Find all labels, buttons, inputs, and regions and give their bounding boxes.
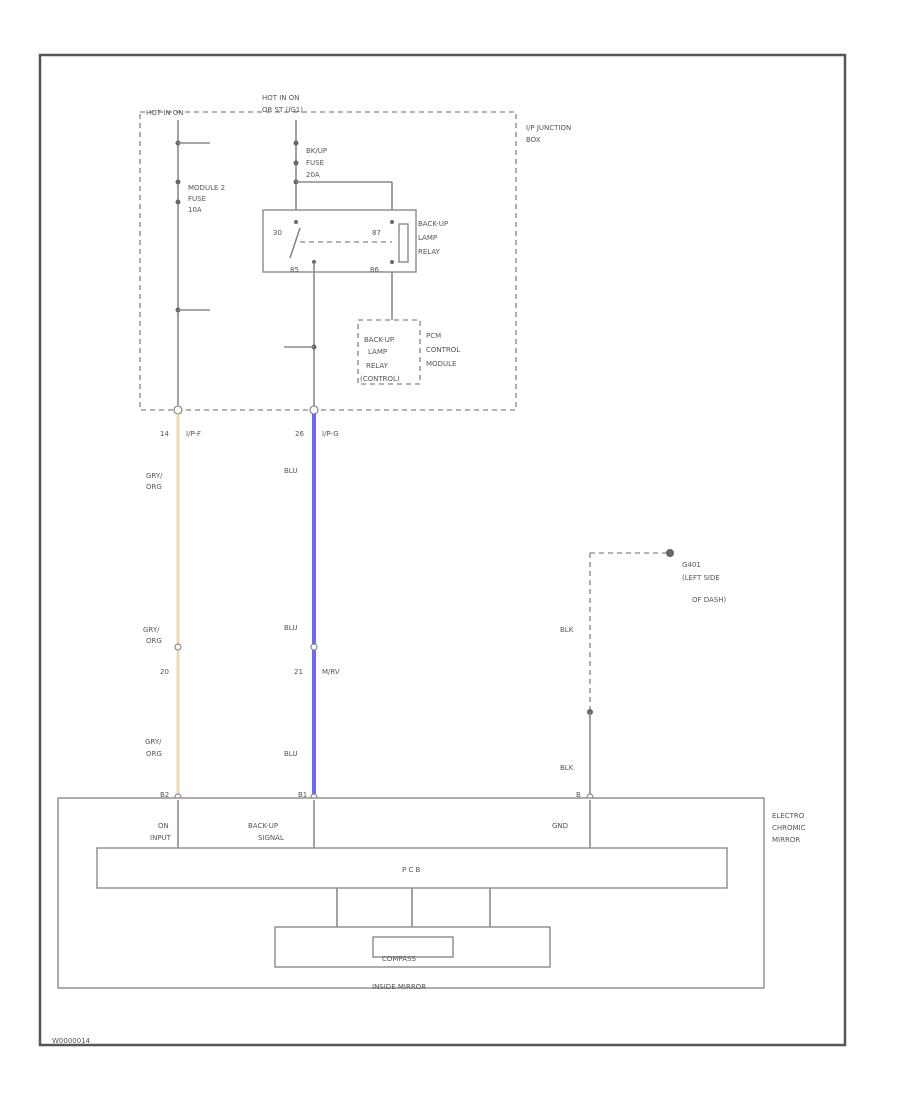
mid-color2: BLU xyxy=(284,624,297,632)
left-color1-l2: ORG xyxy=(146,483,162,491)
relay-label-3: RELAY xyxy=(418,248,441,256)
relay-coil xyxy=(398,223,409,263)
relay-ctrl-label-2: LAMP xyxy=(368,348,387,356)
ground-color2: BLK xyxy=(560,764,574,772)
relay-pin-tl: 30 xyxy=(273,229,282,237)
fuse-bkup-label-1: BK/UP xyxy=(306,147,327,155)
relay-label-1: BACK-UP xyxy=(418,220,448,228)
left-color3-l2: ORG xyxy=(146,750,162,758)
mid-connector-label: I/P-G xyxy=(322,430,339,438)
mid-color1: BLU xyxy=(284,467,297,475)
relay-pin-br-dot xyxy=(390,260,394,264)
left-pin-label: 14 xyxy=(160,430,169,438)
hot-label-right-line1: HOT IN ON xyxy=(262,94,300,102)
pcb-box xyxy=(96,847,728,889)
mid-color3: BLU xyxy=(284,750,297,758)
pcm-label-1: PCM xyxy=(426,332,441,340)
mirror-pin-gnd: GND xyxy=(552,822,568,830)
fuse-bkup-label-3: 20A xyxy=(306,171,320,179)
connector-ip-f xyxy=(173,405,183,415)
pcm-label-2: CONTROL xyxy=(426,346,460,354)
relay-pin-tr-dot xyxy=(390,220,394,224)
left-connector-label: I/P-F xyxy=(186,430,201,438)
left-fuse-dot-bottom xyxy=(175,199,181,205)
left-color1-l1: GRY/ xyxy=(146,472,163,480)
right-bus-dot-1 xyxy=(293,140,299,146)
ground-bottom-pin: B xyxy=(576,791,581,799)
left-color2-l2: ORG xyxy=(146,637,162,645)
mirror-caption: INSIDE MIRROR xyxy=(372,983,426,991)
connector-ip-g xyxy=(309,405,319,415)
fuse-meter-label-1: MODULE 2 xyxy=(188,184,225,192)
mid-pin-label: 26 xyxy=(295,430,304,438)
relay-pin-tl-dot xyxy=(294,220,298,224)
junction-box-name-line2: BOX xyxy=(526,136,541,144)
ground-point-dot xyxy=(666,549,674,557)
mid-mid-connector xyxy=(310,643,318,651)
left-bottom-pin: B2 xyxy=(160,791,169,799)
hot-label-left: HOT IN ON xyxy=(146,109,184,117)
mid-bottom-pin: B1 xyxy=(298,791,307,799)
diagram-border xyxy=(38,53,847,1047)
mirror-name-2: CHROMIC xyxy=(772,824,806,832)
relay-ctrl-label-1: BACK-UP xyxy=(364,336,394,344)
left-color2-l1: GRY/ xyxy=(143,626,160,634)
ip-junction-box xyxy=(139,111,517,411)
mid-mid-conn: M/RV xyxy=(322,668,340,676)
compass-label: COMPASS xyxy=(382,955,416,963)
mirror-pin-backup-1: BACK-UP xyxy=(248,822,278,830)
compass-inner xyxy=(372,936,454,958)
relay-pin-bl: 85 xyxy=(290,266,299,274)
relay-pin-br: 86 xyxy=(370,266,379,274)
pcm-label-3: MODULE xyxy=(426,360,456,368)
relay-control-box xyxy=(357,319,421,385)
ground-desc-1: (LEFT SIDE xyxy=(682,574,720,582)
relay-pin-tr: 87 xyxy=(372,229,381,237)
relay-label-2: LAMP xyxy=(418,234,437,242)
relay-switch-arm xyxy=(289,227,301,259)
pcb-label: P C B xyxy=(402,866,421,874)
mirror-pin-on-2: INPUT xyxy=(150,834,172,842)
left-fuse-dot-top xyxy=(175,179,181,185)
mirror-pin-backup-2: SIGNAL xyxy=(258,834,284,842)
fuse-meter-label-2: FUSE xyxy=(188,195,206,203)
ground-desc-2: OF DASH) xyxy=(692,596,727,604)
mirror-name-1: ELECTRO xyxy=(772,812,805,820)
fuse-bkup-label-2: FUSE xyxy=(306,159,324,167)
relay-ctrl-label-4: (CONTROL) xyxy=(360,375,400,383)
mirror-name-3: MIRROR xyxy=(772,836,800,844)
ground-name: G401 xyxy=(682,561,701,569)
ground-color1: BLK xyxy=(560,626,574,634)
right-fuse-dot-top xyxy=(293,160,299,166)
relay-ctrl-label-3: RELAY xyxy=(366,362,389,370)
left-color3-l1: GRY/ xyxy=(145,738,162,746)
junction-box-name-line1: I/P JUNCTION xyxy=(526,124,571,132)
mid-mid-pin: 21 xyxy=(294,668,303,676)
hot-label-right-line2: OR ST (IG1) xyxy=(262,106,303,114)
left-mid-pin-label: 20 xyxy=(160,668,169,676)
mirror-pin-on-1: ON xyxy=(158,822,169,830)
left-mid-connector xyxy=(174,643,182,651)
fuse-meter-label-3: 10A xyxy=(188,206,202,214)
footer-code: W0000014 xyxy=(52,1037,91,1045)
